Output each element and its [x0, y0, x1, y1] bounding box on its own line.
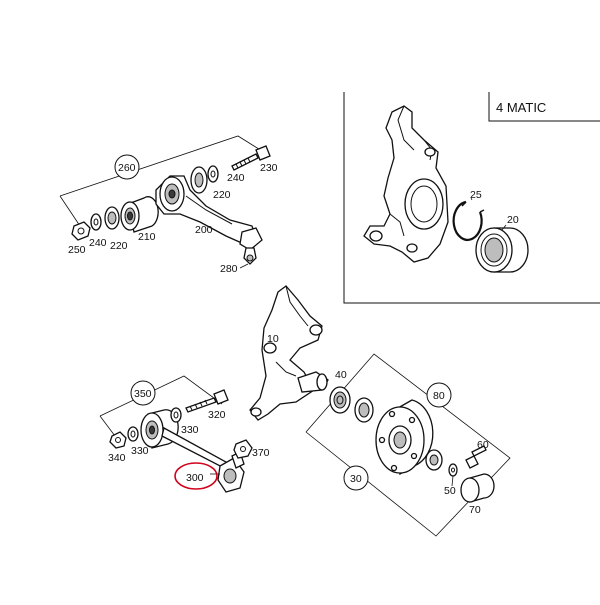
label-330-left: 330 [131, 445, 149, 457]
bolt-230: 230 [231, 145, 278, 174]
wheel-hub [375, 399, 434, 476]
label-320: 320 [208, 409, 226, 421]
washer-240-right: 240 [207, 165, 245, 184]
nut-340: 340 [108, 431, 127, 464]
washer-330-left: 330 [127, 426, 149, 457]
bracket-80-30 [305, 353, 511, 537]
label-20: 20 [507, 214, 519, 226]
label-220-left: 220 [110, 240, 128, 252]
tie-rod-300 [161, 427, 245, 493]
label-260: 260 [118, 162, 136, 174]
label-240-right: 240 [227, 172, 245, 184]
label-210: 210 [138, 231, 156, 243]
washer-240-left: 240 [89, 213, 107, 249]
label-40: 40 [335, 369, 347, 381]
label-330-right: 330 [181, 424, 199, 436]
bushing-210: 210 [120, 196, 159, 243]
highlight-circle[interactable] [174, 462, 218, 490]
washer-330-right: 330 [170, 407, 199, 436]
highlight-300[interactable]: 300 [174, 462, 218, 490]
bearing-inner [354, 397, 374, 423]
nut-370: 370 [233, 439, 270, 459]
label-350: 350 [134, 388, 152, 400]
label-10: 10 [267, 333, 279, 345]
steering-knuckle-10: 10 [249, 285, 329, 421]
bolt-320: 320 [185, 389, 229, 421]
inset-title-box [488, 92, 600, 122]
label-250: 250 [68, 244, 86, 256]
label-230: 230 [260, 162, 278, 174]
label-60: 60 [477, 439, 489, 451]
label-340: 340 [108, 452, 126, 464]
bubble-30 [343, 465, 369, 491]
label-70: 70 [469, 504, 481, 516]
seal-40: 40 [329, 369, 351, 414]
ball-stud-280: 280 [220, 247, 257, 275]
nut-250: 250 [68, 221, 91, 256]
wheel-bearing-20: 20 [475, 214, 529, 273]
label-25: 25 [470, 189, 482, 201]
bushing-220-right: 220 [190, 166, 231, 201]
label-300[interactable]: 300 [186, 472, 204, 484]
bearing-outer [425, 449, 443, 471]
inset-border [343, 92, 600, 304]
lower-arm-group: 350 340 330 330 [99, 375, 270, 493]
inset-4matic: 4 MATIC 25 20 [343, 92, 600, 304]
bubble-260 [114, 154, 140, 180]
circlip-25: 25 [452, 189, 485, 241]
control-arm-group: 260 250 240 220 210 [59, 135, 278, 275]
dust-cap-70: 70 [460, 473, 495, 516]
bubble-80 [426, 382, 452, 408]
bracket-350-top [99, 375, 223, 417]
bubble-350 [130, 380, 156, 406]
bolt-60: 60 [465, 439, 489, 469]
hub-group: 80 30 40 [305, 353, 511, 537]
label-80: 80 [433, 390, 445, 402]
steering-knuckle-4matic [363, 105, 449, 263]
bushing-220-left: 220 [104, 206, 128, 252]
inset-title: 4 MATIC [496, 100, 546, 115]
label-50: 50 [444, 485, 456, 497]
label-30: 30 [350, 473, 362, 485]
control-arm-200: 200 [155, 175, 263, 251]
label-220-right: 220 [213, 189, 231, 201]
knuckle-spindle [316, 373, 328, 391]
label-200: 200 [195, 224, 213, 236]
label-370: 370 [252, 447, 270, 459]
label-240-left: 240 [89, 237, 107, 249]
label-280: 280 [220, 263, 238, 275]
washer-50: 50 [444, 463, 458, 497]
